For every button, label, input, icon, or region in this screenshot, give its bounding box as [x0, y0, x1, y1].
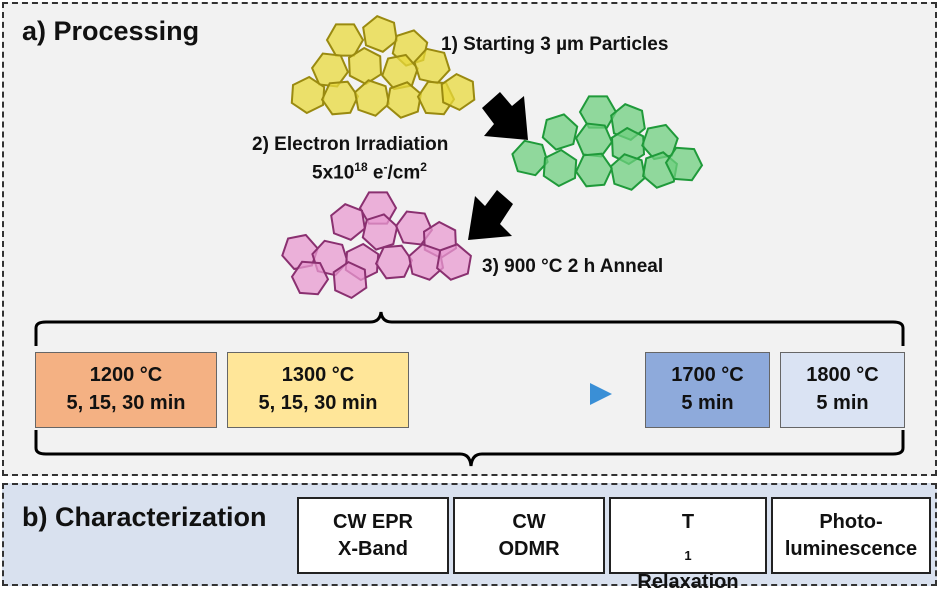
particle [290, 260, 330, 296]
particle [362, 15, 398, 53]
anneal-box-1300: 1300 °C 5, 15, 30 min [227, 352, 409, 428]
top-brace [34, 311, 905, 346]
pink-particle-cluster [281, 191, 472, 300]
particle [374, 244, 414, 280]
particle [330, 203, 366, 241]
temperature-progression-arrow [424, 383, 612, 405]
particle [436, 243, 472, 281]
anneal-box-1800: 1800 °C 5 min [780, 352, 905, 428]
particle [511, 139, 549, 177]
method-cw-odmr: CW ODMR [453, 497, 605, 574]
step-1-label: 1) Starting 3 µm Particles [441, 34, 669, 55]
particle [664, 146, 704, 182]
particle [609, 153, 647, 191]
particle [353, 79, 391, 117]
step-2-dose: 5x1018 e-/cm2 [312, 160, 427, 184]
step-2-label: 2) Electron Irradiation [252, 134, 449, 155]
yellow-particle-cluster [290, 15, 476, 119]
particle [542, 148, 578, 188]
particle [574, 152, 614, 188]
particle [325, 23, 365, 57]
anneal-box-1700: 1700 °C 5 min [645, 352, 770, 428]
characterization-title: b) Characterization [22, 502, 267, 532]
particle [574, 122, 614, 158]
particle [361, 213, 399, 251]
anneal-box-1200: 1200 °C 5, 15, 30 min [35, 352, 217, 428]
particle [440, 72, 476, 112]
particle [332, 260, 368, 300]
particle [541, 113, 579, 151]
bottom-brace [34, 430, 905, 467]
particle [578, 95, 618, 129]
processing-title: a) Processing [22, 16, 200, 46]
arrow-to-anneal [468, 190, 513, 240]
method-cw-epr: CW EPR X-Band [297, 497, 449, 574]
step-3-label: 3) 900 °C 2 h Anneal [482, 256, 664, 277]
particle [290, 75, 326, 115]
method-photoluminescence: Photo- luminescence [771, 497, 931, 574]
particle [320, 80, 360, 116]
green-particle-cluster [511, 95, 704, 191]
particle [386, 81, 422, 119]
arrow-to-irradiation [482, 92, 528, 140]
